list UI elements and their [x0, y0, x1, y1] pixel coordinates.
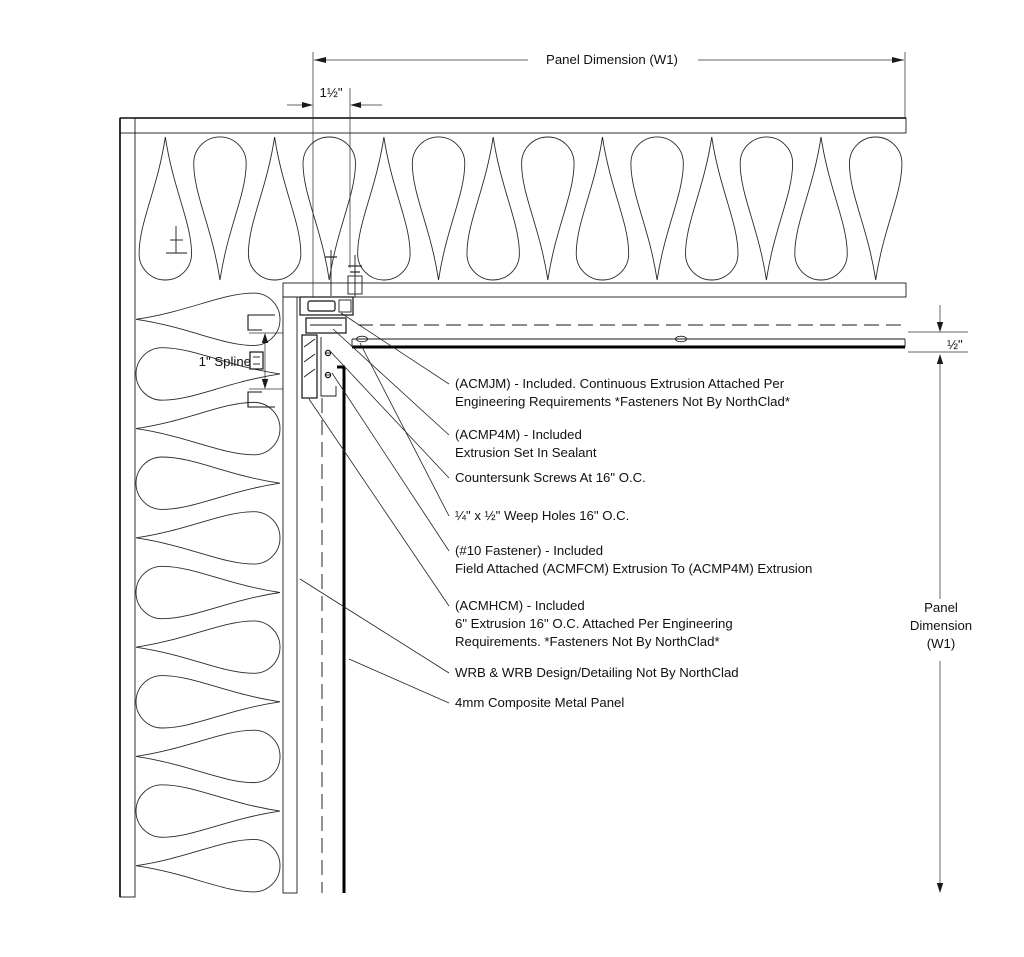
- left-wall-assembly: [119, 117, 346, 898]
- insulation-batt-loop: [193, 136, 247, 281]
- insulation-batt-loop: [630, 136, 684, 281]
- top-wall-assembly: [119, 117, 907, 349]
- callout-panel: 4mm Composite Metal Panel: [455, 695, 624, 710]
- callout-fastener-line-1: (#10 Fastener) - Included: [455, 543, 603, 558]
- callout-acmhcm-line-2: 6" Extrusion 16" O.C. Attached Per Engin…: [455, 616, 733, 631]
- arrowhead-spline-bottom: [261, 379, 269, 389]
- arrowhead-w1-right-down: [936, 883, 944, 893]
- callout-acmjm-line-1: (ACMJM) - Included. Continuous Extrusion…: [455, 376, 785, 391]
- dim-label-joint-offset: 1½": [319, 85, 342, 100]
- weep-hole-oval-right: [675, 335, 687, 343]
- insulation-batt-loop: [848, 136, 903, 281]
- insulation-batt-loop: [135, 347, 281, 401]
- insulation-batt-loop: [521, 136, 575, 281]
- left-sheathing-stipple: [119, 117, 136, 898]
- leader-acmhcm: [308, 398, 450, 607]
- insulation-batt-loop: [135, 511, 281, 565]
- top-batt-insulation: [138, 136, 903, 281]
- insulation-batt-loop: [247, 136, 302, 281]
- leader-countersunk-screws: [328, 349, 450, 479]
- callout-acmhcm: (ACMHCM) - Included 6" Extrusion 16" O.C…: [455, 598, 733, 649]
- insulation-batt-loop: [135, 565, 281, 620]
- insulation-batt-loop: [357, 136, 411, 281]
- insulation-batt-loop: [739, 136, 794, 281]
- callout-wrb-line-1: WRB & WRB Design/Detailing Not By NorthC…: [455, 665, 739, 680]
- acmhcm-hatch-tick-2: [303, 353, 316, 363]
- left-batt-insulation: [135, 292, 281, 893]
- insulation-batt-loop: [135, 401, 281, 456]
- callout-countersunk-line-1: Countersunk Screws At 16" O.C.: [455, 470, 646, 485]
- dim-label-w1-right-3: (W1): [927, 636, 956, 651]
- callout-acmhcm-line-1: (ACMHCM) - Included: [455, 598, 585, 613]
- insulation-batt-loop: [135, 292, 281, 346]
- leader-acmp4m: [332, 328, 450, 436]
- dim-label-spline: 1" Spline: [199, 354, 251, 369]
- acmp4m-extrusion-body: [305, 317, 347, 334]
- arrowhead-w1-right-up: [936, 354, 944, 364]
- fastener-block-hatch: [347, 275, 363, 295]
- insulation-batt-loop: [302, 136, 356, 281]
- dimensions: Panel Dimension (W1) 1½" 1" Spline ½" Pa…: [199, 52, 972, 893]
- acmjm-thermal-chip: [338, 299, 352, 313]
- acmhcm-hatch-tick-3: [303, 368, 316, 378]
- insulation-batt-loop: [135, 729, 281, 784]
- acmhcm-extrusion-body: [301, 334, 318, 399]
- arrowhead-reveal-down: [936, 322, 944, 332]
- callout-texts: (ACMJM) - Included. Continuous Extrusion…: [455, 376, 812, 710]
- insulation-batt-loop: [411, 136, 466, 281]
- corner-extrusion-detail: [166, 226, 363, 408]
- callout-weep-holes: ¼" x ½" Weep Holes 16" O.C.: [455, 508, 629, 523]
- insulation-batt-loop: [685, 136, 739, 281]
- leader-acmjm: [340, 312, 450, 385]
- arrowhead-joint-right: [350, 102, 361, 108]
- arrowhead-w1-top-right: [892, 57, 904, 63]
- leader-weep-holes: [359, 342, 450, 517]
- leader-lines: [299, 312, 450, 704]
- spline-fastener-block: [249, 351, 264, 370]
- callout-acmjm-line-2: Engineering Requirements *Fasteners Not …: [455, 394, 790, 409]
- leader-panel: [348, 658, 450, 704]
- arrowhead-spline-top: [261, 333, 269, 343]
- dim-label-reveal: ½": [947, 337, 963, 352]
- insulation-batt-loop: [575, 136, 630, 281]
- dim-label-w1-top: Panel Dimension (W1): [546, 52, 678, 67]
- acmhcm-hatch-tick-1: [303, 338, 316, 348]
- callout-acmhcm-line-3: Requirements. *Fasteners Not By NorthCla…: [455, 634, 720, 649]
- callout-panel-line-1: 4mm Composite Metal Panel: [455, 695, 624, 710]
- spline-clip-bottom: [247, 391, 275, 408]
- insulation-batt-loop: [794, 136, 848, 281]
- insulation-batt-loop: [135, 784, 281, 838]
- dim-label-w1-right-2: Dimension: [910, 618, 972, 633]
- top-substrate-hatch: [282, 282, 907, 298]
- callout-acmp4m-line-2: Extrusion Set In Sealant: [455, 445, 597, 460]
- leader-fastener-10: [331, 372, 450, 552]
- acmjm-extrusion-slot: [307, 300, 336, 312]
- insulation-batt-loop: [135, 456, 281, 510]
- insulation-batt-loop: [135, 839, 281, 893]
- callout-acmp4m-line-1: (ACMP4M) - Included: [455, 427, 582, 442]
- acmfcm-profile: [320, 337, 337, 397]
- dim-label-w1-right-1: Panel: [924, 600, 958, 615]
- insulation-batt-loop: [135, 675, 281, 729]
- callout-fastener-10: (#10 Fastener) - Included Field Attached…: [455, 543, 812, 576]
- insulation-batt-loop: [135, 620, 281, 674]
- callout-fastener-line-2: Field Attached (ACMFCM) Extrusion To (AC…: [455, 561, 812, 576]
- insulation-batt-loop: [138, 136, 193, 281]
- callout-acmjm: (ACMJM) - Included. Continuous Extrusion…: [455, 376, 790, 409]
- callout-acmp4m: (ACMP4M) - Included Extrusion Set In Sea…: [455, 427, 597, 460]
- top-sheathing-stipple: [119, 117, 907, 134]
- callout-countersunk-screws: Countersunk Screws At 16" O.C.: [455, 470, 646, 485]
- spline-clip-top: [247, 314, 275, 331]
- arrowhead-w1-top-left: [314, 57, 326, 63]
- callout-weep-holes-line-1: ¼" x ½" Weep Holes 16" O.C.: [455, 508, 629, 523]
- callout-wrb: WRB & WRB Design/Detailing Not By NorthC…: [455, 665, 739, 680]
- insulation-batt-loop: [466, 136, 520, 281]
- left-substrate-hatch: [282, 296, 298, 894]
- arrowhead-joint-left: [302, 102, 313, 108]
- leader-wrb: [299, 578, 450, 674]
- weep-hole-oval-left: [356, 335, 368, 343]
